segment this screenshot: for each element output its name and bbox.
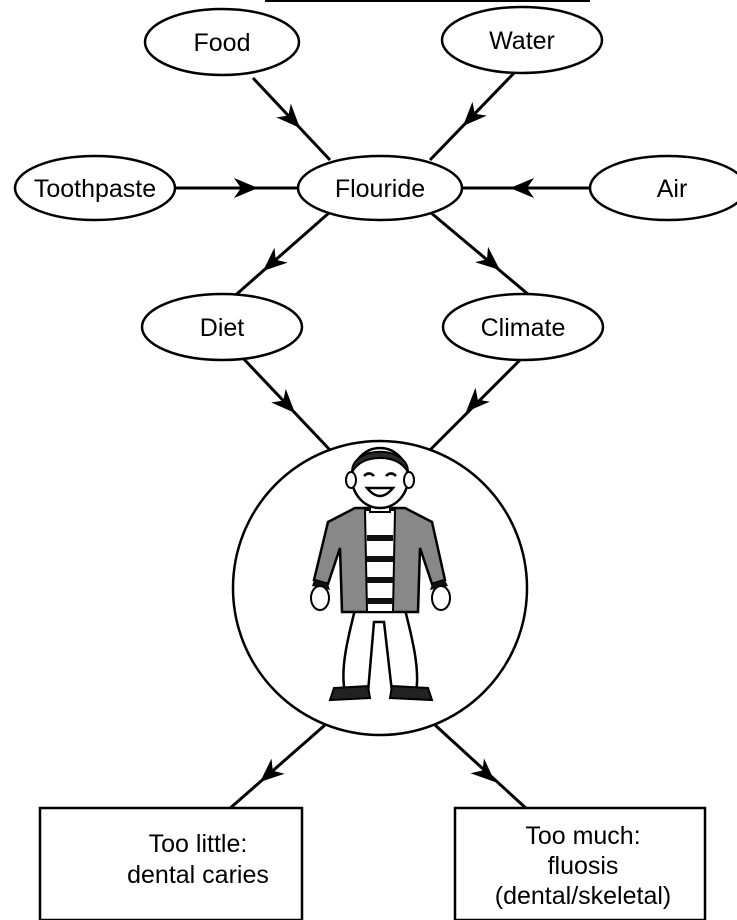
edge-person-low — [227, 723, 326, 812]
node-outcome-high: Too much: fluosis (dental/skeletal) — [453, 806, 707, 920]
edges — [175, 70, 590, 812]
node-toothpaste-label: Toothpaste — [34, 175, 156, 203]
node-air-label: Air — [657, 175, 688, 203]
node-flouride-label: Flouride — [335, 175, 425, 203]
node-diet-label: Diet — [200, 314, 245, 342]
node-person — [231, 439, 529, 737]
arrowhead-person-high — [470, 758, 495, 782]
edge-person-high — [433, 723, 530, 812]
arrowhead-toothpaste — [234, 178, 258, 198]
node-flouride: Flouride — [296, 154, 464, 222]
arrowhead-food — [276, 103, 300, 128]
node-water-label: Water — [489, 27, 555, 55]
node-air: Air — [588, 154, 737, 222]
node-climate: Climate — [441, 292, 605, 362]
node-climate-label: Climate — [481, 314, 566, 342]
arrowheads — [234, 101, 534, 782]
arrowhead-climate-person — [466, 387, 490, 412]
arrowhead-diet-person — [271, 388, 295, 413]
arrowhead-diet — [263, 247, 288, 271]
arrowhead-climate — [475, 246, 500, 270]
cropped-caption-strip — [265, 0, 590, 2]
edge-flouride-climate — [429, 210, 536, 302]
arrowhead-person-low — [260, 758, 285, 782]
node-food: Food — [143, 7, 301, 77]
edge-flouride-diet — [229, 210, 331, 302]
node-water: Water — [440, 5, 604, 75]
node-toothpaste: Toothpaste — [13, 154, 177, 222]
node-food-label: Food — [194, 29, 251, 57]
node-outcome-high-line3: (dental/skeletal) — [495, 882, 671, 910]
node-outcome-high-line2: fluosis — [548, 852, 619, 880]
node-diet: Diet — [140, 292, 304, 362]
node-outcome-high-line1: Too much: — [525, 822, 640, 850]
node-outcome-low-line2: dental caries — [127, 861, 269, 889]
arrowhead-water — [463, 101, 487, 126]
person-figure-icon — [310, 446, 451, 702]
arrowhead-air — [510, 178, 534, 198]
node-outcome-low: Too little: dental caries — [38, 806, 304, 920]
node-outcome-low-line1: Too little: — [149, 830, 248, 858]
